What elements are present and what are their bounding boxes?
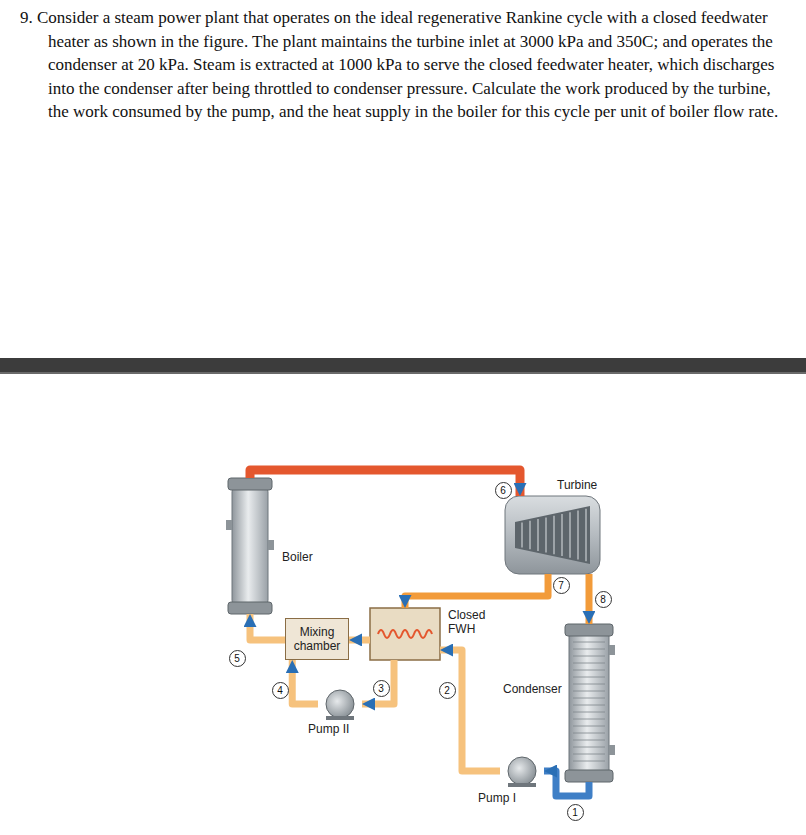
component-label: Turbine <box>557 478 652 492</box>
condenser-tube <box>573 656 605 657</box>
condenser-tube <box>573 740 605 741</box>
condenser-tube <box>573 670 605 671</box>
pipe-connector <box>250 614 285 640</box>
callout-number: 3 <box>373 680 390 697</box>
condenser-nozzle <box>609 745 615 755</box>
condenser-tube <box>573 691 605 692</box>
turbine-blade <box>553 516 554 555</box>
callout-number: 2 <box>439 682 456 699</box>
condenser-drum <box>569 630 609 776</box>
turbine-blade <box>521 523 522 548</box>
pipe-connector <box>405 574 548 608</box>
boiler-nozzle <box>268 540 274 550</box>
pump-base <box>508 783 536 787</box>
callout-number: 1 <box>567 804 584 821</box>
pump: Pump II <box>318 688 362 720</box>
turbine: Turbine <box>505 496 600 574</box>
condenser-tube <box>573 705 605 706</box>
component-label: Mixing chamber <box>289 625 345 653</box>
boiler-nozzle <box>226 520 232 530</box>
callout-number: 5 <box>229 650 246 667</box>
condenser-tube <box>573 747 605 748</box>
turbine-blade <box>537 519 538 551</box>
condenser-tubes <box>573 642 605 761</box>
condenser-cap <box>565 770 613 782</box>
condenser-nozzle <box>609 645 615 655</box>
condenser-tube <box>573 754 605 755</box>
condenser-tube <box>573 698 605 699</box>
heater-coil <box>378 630 432 638</box>
callout-number: 4 <box>272 682 289 699</box>
component-label: Pump II <box>308 722 352 736</box>
condenser-tube <box>573 719 605 720</box>
problem-statement: 9. Consider a steam power plant that ope… <box>20 6 790 124</box>
turbine-blade <box>529 521 530 549</box>
condenser-tube <box>573 677 605 678</box>
condenser-tube <box>573 649 605 650</box>
condenser-tube <box>573 712 605 713</box>
pipe-connector <box>362 660 394 704</box>
pump: Pump I <box>500 755 544 787</box>
pipe-connector <box>349 636 370 643</box>
component-label: Boiler <box>282 550 326 564</box>
pump-casing <box>326 690 354 718</box>
condenser-tube <box>573 733 605 734</box>
callout-number: 7 <box>553 577 570 594</box>
boiler-cap <box>228 602 272 614</box>
condenser-tube <box>573 761 605 762</box>
component-label: Closed FWH <box>448 608 496 636</box>
condenser: Condenser <box>565 624 613 782</box>
turbine-blade <box>561 514 562 556</box>
pipe-connector <box>292 660 318 704</box>
condenser-cap <box>565 624 613 636</box>
turbine-casing <box>505 496 600 574</box>
boiler-cap <box>228 478 272 490</box>
mixing-chamber: Mixing chamber <box>285 618 349 660</box>
turbine-blade <box>585 509 586 561</box>
callout-number: 8 <box>595 591 612 608</box>
pump-base <box>326 716 354 720</box>
condenser-tube <box>573 663 605 664</box>
turbine-rotor <box>515 506 590 564</box>
turbine-blade <box>569 512 570 557</box>
pipe-connector <box>250 470 520 496</box>
boiler-drum <box>232 486 268 606</box>
page-divider-edge <box>0 372 806 374</box>
feedwater-heater-shell <box>370 608 440 660</box>
condenser-tube <box>573 726 605 727</box>
turbine-blade <box>545 517 546 552</box>
callout-number: 6 <box>495 482 512 499</box>
condenser-tube <box>573 642 605 643</box>
boiler: Boiler <box>228 478 272 614</box>
component-label: Pump I <box>478 791 522 805</box>
turbine-blade <box>577 511 578 560</box>
turbine-blades <box>522 509 586 561</box>
pipe-connector <box>585 574 592 624</box>
pump-casing <box>508 757 536 785</box>
pipe-connector <box>544 771 589 796</box>
page-divider-band <box>0 358 806 374</box>
condenser-tube <box>573 684 605 685</box>
component-label: Condenser <box>503 682 551 696</box>
pipe-connector <box>440 650 500 771</box>
closed-feedwater-heater: Closed FWH <box>370 608 440 660</box>
